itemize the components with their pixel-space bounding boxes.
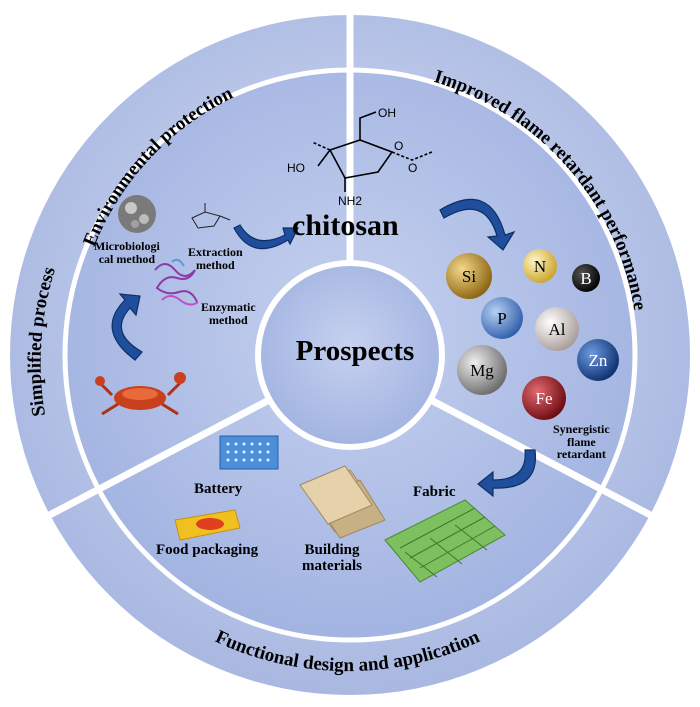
food-packaging-icon <box>174 509 241 541</box>
sphere-labels: Si N B P Al Zn Mg Fe <box>462 257 608 408</box>
microbio-line2: cal method <box>98 251 156 266</box>
arrow-to-fabric <box>477 449 537 498</box>
arrow-to-chitosan <box>233 224 299 250</box>
sphere-mg <box>457 345 507 395</box>
synergistic-label: Synergistic flame retardant <box>553 423 610 461</box>
crab-icon <box>95 372 186 416</box>
sphere-zn <box>577 339 619 381</box>
extraction-line1: Extraction <box>188 245 243 259</box>
enzymatic-line2: method <box>208 312 248 327</box>
microscope-image <box>118 195 156 233</box>
enzymatic-method-label: Enzymatic method <box>201 301 256 326</box>
sphere-p <box>481 297 523 339</box>
sphere-n <box>523 249 557 283</box>
building-line2: materials <box>302 557 362 574</box>
battery-label: Battery <box>194 481 243 497</box>
ho-left-label: HO <box>287 161 305 175</box>
sphere-label-zn: Zn <box>589 351 608 370</box>
sphere-label-fe: Fe <box>536 389 553 408</box>
sphere-si <box>446 253 492 299</box>
synergistic-line2: flame <box>567 434 596 449</box>
extraction-structure-icon <box>191 203 231 229</box>
synergistic-line3: retardant <box>556 447 606 462</box>
synergistic-line1: Synergistic <box>553 422 610 436</box>
chitosan-label: chitosan <box>292 209 399 242</box>
extraction-line2: method <box>195 257 235 272</box>
chitosan-structure <box>311 111 433 192</box>
fabric-label: Fabric <box>413 484 456 500</box>
fabric-icon <box>384 499 506 583</box>
sphere-label-mg: Mg <box>470 361 494 380</box>
microbio-line1: Microbiologi <box>94 239 160 253</box>
extraction-method-label: Extraction method <box>188 246 243 271</box>
arrows <box>111 198 537 498</box>
element-spheres <box>446 249 619 420</box>
arrow-crab-to-enzyme <box>111 293 143 361</box>
nh2-label: NH2 <box>338 194 362 208</box>
o-link-label: O <box>408 161 417 175</box>
sphere-al <box>535 307 579 351</box>
food-packaging-label: Food packaging <box>156 542 259 558</box>
sphere-fe <box>522 376 566 420</box>
sphere-label-si: Si <box>462 267 476 286</box>
building-line1: Building <box>304 542 360 558</box>
sphere-label-p: P <box>497 309 506 328</box>
sphere-label-al: Al <box>549 320 566 339</box>
enzymatic-line1: Enzymatic <box>201 300 256 314</box>
sphere-b <box>572 264 600 292</box>
divider-left <box>38 384 294 524</box>
battery-icon <box>219 435 279 470</box>
center-title: Prospects <box>295 335 415 367</box>
microbiological-method-label: Microbiologi cal method <box>94 240 160 265</box>
building-materials-icon <box>299 465 386 539</box>
arrow-to-elements <box>439 198 516 251</box>
enzyme-protein-icon <box>154 258 199 306</box>
center-circle <box>255 260 445 450</box>
building-materials-label: Building materials <box>302 542 362 575</box>
sphere-label-b: B <box>580 269 591 288</box>
o-ring-label: O <box>394 139 403 153</box>
sphere-label-n: N <box>534 257 546 276</box>
oh-top-label: OH <box>378 106 396 120</box>
